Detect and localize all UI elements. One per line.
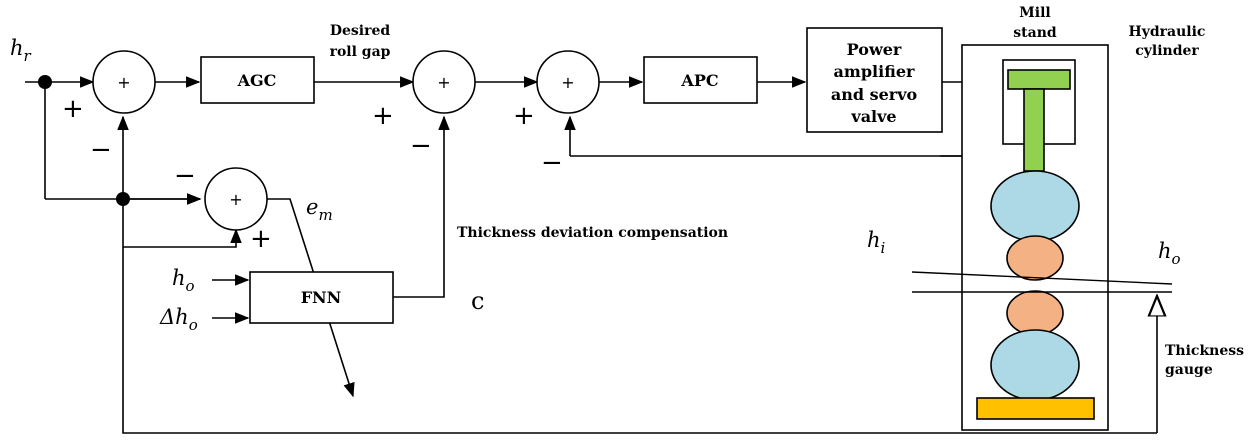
power-amp-line4: valve <box>850 107 896 126</box>
lower-work-roll <box>1006 290 1064 336</box>
sum-junction-3-glyph: + <box>561 73 574 92</box>
fnn-label: FNN <box>301 288 342 307</box>
signal-em-to-fnn <box>267 198 355 398</box>
fnn-block <box>249 271 394 324</box>
hydraulic-cylinder-line1: Hydraulic <box>1129 24 1206 40</box>
cylinder-rod <box>1023 88 1045 172</box>
lower-backup-roll <box>990 329 1080 401</box>
symbol-delta-h-o: Δho <box>159 305 198 334</box>
junction-dot-ref <box>38 75 52 89</box>
apc-block <box>643 56 758 104</box>
symbol-e-m: em <box>306 195 333 224</box>
upper-backup-roll <box>990 170 1080 242</box>
desired-roll-gap-line1: Desired <box>330 23 391 39</box>
sign-sum1-minus: − <box>90 135 112 165</box>
signal-gauge-feedback <box>117 115 1157 434</box>
mill-stand-line2: stand <box>1013 25 1057 41</box>
power-amplifier-block <box>806 27 943 133</box>
symbol-h-i: hi <box>867 228 886 257</box>
agc-block <box>200 56 315 104</box>
sum-junction-2 <box>412 50 476 114</box>
cylinder-piston-head <box>1007 69 1071 90</box>
desired-roll-gap-line2: roll gap <box>330 44 391 60</box>
c-label: c <box>471 287 484 315</box>
sum-junction-2-glyph: + <box>437 73 450 92</box>
sign-sum2-minus: − <box>410 131 432 161</box>
power-amp-line2: amplifier <box>834 62 915 81</box>
sum-junction-1-glyph: + <box>117 73 130 92</box>
symbol-h-r: hr <box>10 36 32 65</box>
sign-sum3-minus: − <box>541 148 563 178</box>
agc-label: AGC <box>237 71 277 90</box>
hydraulic-cylinder-line2: cylinder <box>1135 43 1199 59</box>
power-amp-line3: and servo <box>831 85 918 104</box>
thickness-gauge-line1: Thickness <box>1165 343 1244 359</box>
symbol-h-o-input: ho <box>172 266 195 295</box>
sign-sum1-plus: + <box>62 94 84 124</box>
thickness-gauge-line2: gauge <box>1165 362 1213 378</box>
sum-junction-4 <box>204 167 268 231</box>
symbol-h-o-output: ho <box>1158 239 1181 268</box>
strip-top-edge <box>911 271 1173 285</box>
sign-sum2-plus: + <box>372 101 394 131</box>
mill-stand-line1: Mill <box>1019 5 1050 21</box>
apc-label: APC <box>680 71 718 90</box>
sum-junction-1 <box>92 50 156 114</box>
sign-sum4-plus: + <box>250 224 272 254</box>
signal-feedback-to-sum4-bottom <box>123 228 242 248</box>
sign-sum3-plus: + <box>513 101 535 131</box>
power-amp-line1: Power <box>847 40 902 59</box>
sum-junction-4-glyph: + <box>229 190 242 209</box>
upper-work-roll <box>1006 235 1064 281</box>
signal-fnn-to-sum2 <box>393 115 450 298</box>
sign-sum4-minus: − <box>174 161 196 191</box>
thickness-compensation-label: Thickness deviation compensation <box>457 225 728 241</box>
mill-base <box>976 397 1095 420</box>
sum-junction-3 <box>536 50 600 114</box>
